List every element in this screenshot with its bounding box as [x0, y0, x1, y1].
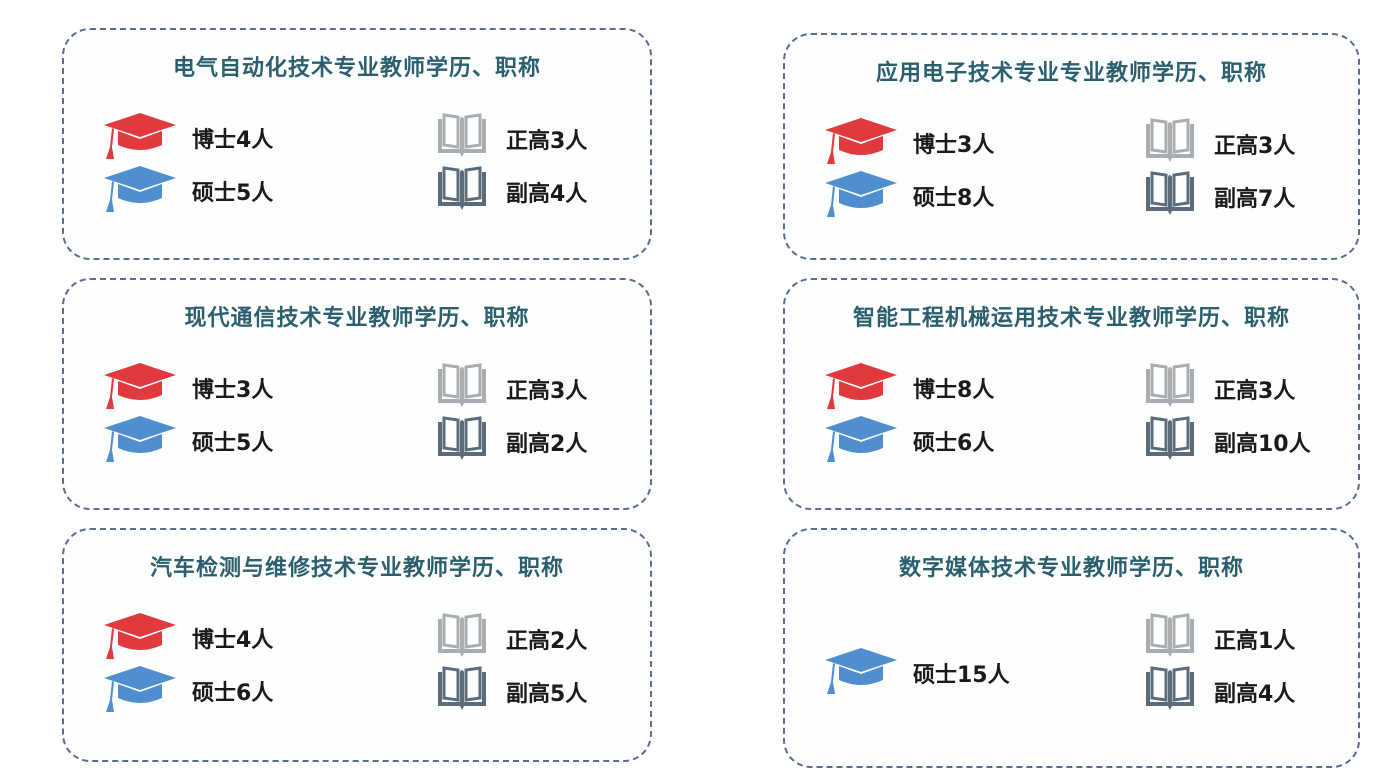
graduation-cap-red-icon	[821, 361, 897, 415]
graduation-cap-blue-row: 硕士15人	[821, 648, 1010, 698]
major-card: 汽车检测与维修技术专业教师学历、职称博士4人硕士6人 正高2人副高5人	[62, 528, 652, 762]
book-dark-count: 副高2人	[506, 432, 588, 457]
graduation-cap-blue-row: 硕士5人	[100, 416, 273, 466]
book-light-icon	[1142, 363, 1198, 415]
graduation-cap-red-count: 博士4人	[192, 628, 274, 653]
graduation-cap-blue-row: 硕士5人	[100, 166, 273, 216]
book-dark-icon	[434, 666, 490, 718]
graduation-cap-blue-row: 硕士6人	[100, 666, 273, 716]
graduation-cap-blue-count: 硕士5人	[192, 181, 274, 206]
card-title: 应用电子技术专业专业教师学历、职称	[875, 61, 1267, 86]
book-light-icon	[434, 113, 490, 165]
card-title: 数字媒体技术专业教师学历、职称	[898, 556, 1244, 581]
book-dark-row: 副高4人	[1142, 666, 1296, 718]
graduation-cap-red-row: 博士3人	[100, 363, 273, 413]
book-light-count: 正高3人	[506, 129, 588, 154]
graduation-cap-red-icon	[100, 611, 176, 665]
graduation-cap-red-count: 博士3人	[913, 133, 995, 158]
book-light-icon	[1142, 613, 1198, 665]
graduation-cap-blue-icon	[100, 164, 176, 218]
graduation-cap-blue-icon	[821, 646, 897, 700]
card-title: 智能工程机械运用技术专业教师学历、职称	[852, 306, 1290, 331]
book-light-row: 正高3人	[434, 113, 588, 165]
book-dark-count: 副高10人	[1214, 432, 1311, 457]
graduation-cap-red-row: 博士8人	[821, 363, 994, 413]
major-card: 应用电子技术专业专业教师学历、职称博士3人硕士8人 正高3人副高7人	[783, 33, 1360, 260]
graduation-cap-blue-icon	[100, 664, 176, 718]
book-light-row: 正高2人	[434, 613, 588, 665]
card-title: 汽车检测与维修技术专业教师学历、职称	[149, 556, 564, 581]
book-light-count: 正高3人	[1214, 379, 1296, 404]
graduation-cap-red-count: 博士8人	[913, 378, 995, 403]
book-light-icon	[1142, 118, 1198, 170]
graduation-cap-blue-icon	[100, 414, 176, 468]
graduation-cap-blue-icon	[821, 169, 897, 223]
book-dark-icon	[434, 416, 490, 468]
graduation-cap-blue-count: 硕士6人	[913, 431, 995, 456]
book-light-row: 正高1人	[1142, 613, 1296, 665]
book-dark-count: 副高7人	[1214, 187, 1296, 212]
book-light-count: 正高2人	[506, 629, 588, 654]
book-light-row: 正高3人	[1142, 118, 1296, 170]
graduation-cap-red-icon	[100, 361, 176, 415]
major-card: 数字媒体技术专业教师学历、职称硕士15人 正高1人副高4人	[783, 528, 1360, 768]
book-dark-icon	[1142, 416, 1198, 468]
book-dark-count: 副高4人	[1214, 682, 1296, 707]
graduation-cap-red-count: 博士3人	[192, 378, 274, 403]
book-light-icon	[434, 613, 490, 665]
graduation-cap-blue-count: 硕士15人	[913, 663, 1010, 688]
book-light-row: 正高3人	[434, 363, 588, 415]
book-dark-row: 副高5人	[434, 666, 588, 718]
book-dark-icon	[1142, 171, 1198, 223]
card-title: 电气自动化技术专业教师学历、职称	[172, 56, 541, 81]
graduation-cap-red-row: 博士4人	[100, 613, 273, 663]
graduation-cap-blue-icon	[821, 414, 897, 468]
graduation-cap-red-row: 博士3人	[821, 118, 994, 168]
book-light-count: 正高3人	[506, 379, 588, 404]
book-dark-icon	[1142, 666, 1198, 718]
book-dark-row: 副高10人	[1142, 416, 1311, 468]
book-dark-icon	[434, 166, 490, 218]
graduation-cap-blue-row: 硕士6人	[821, 416, 994, 466]
major-card: 电气自动化技术专业教师学历、职称博士4人硕士5人 正高3人副高4人	[62, 28, 652, 260]
graduation-cap-blue-count: 硕士8人	[913, 186, 995, 211]
graduation-cap-red-icon	[100, 111, 176, 165]
graduation-cap-blue-row: 硕士8人	[821, 171, 994, 221]
graduation-cap-red-icon	[821, 116, 897, 170]
book-light-row: 正高3人	[1142, 363, 1296, 415]
book-dark-row: 副高2人	[434, 416, 588, 468]
major-card: 智能工程机械运用技术专业教师学历、职称博士8人硕士6人 正高3人副高10人	[783, 278, 1360, 510]
major-card: 现代通信技术专业教师学历、职称博士3人硕士5人 正高3人副高2人	[62, 278, 652, 510]
book-light-count: 正高3人	[1214, 134, 1296, 159]
graduation-cap-red-count: 博士4人	[192, 128, 274, 153]
graduation-cap-blue-count: 硕士6人	[192, 681, 274, 706]
book-dark-count: 副高4人	[506, 182, 588, 207]
book-light-icon	[434, 363, 490, 415]
book-dark-row: 副高4人	[434, 166, 588, 218]
book-dark-row: 副高7人	[1142, 171, 1296, 223]
book-dark-count: 副高5人	[506, 682, 588, 707]
graduation-cap-red-row: 博士4人	[100, 113, 273, 163]
book-light-count: 正高1人	[1214, 629, 1296, 654]
card-title: 现代通信技术专业教师学历、职称	[184, 306, 530, 331]
graduation-cap-blue-count: 硕士5人	[192, 431, 274, 456]
